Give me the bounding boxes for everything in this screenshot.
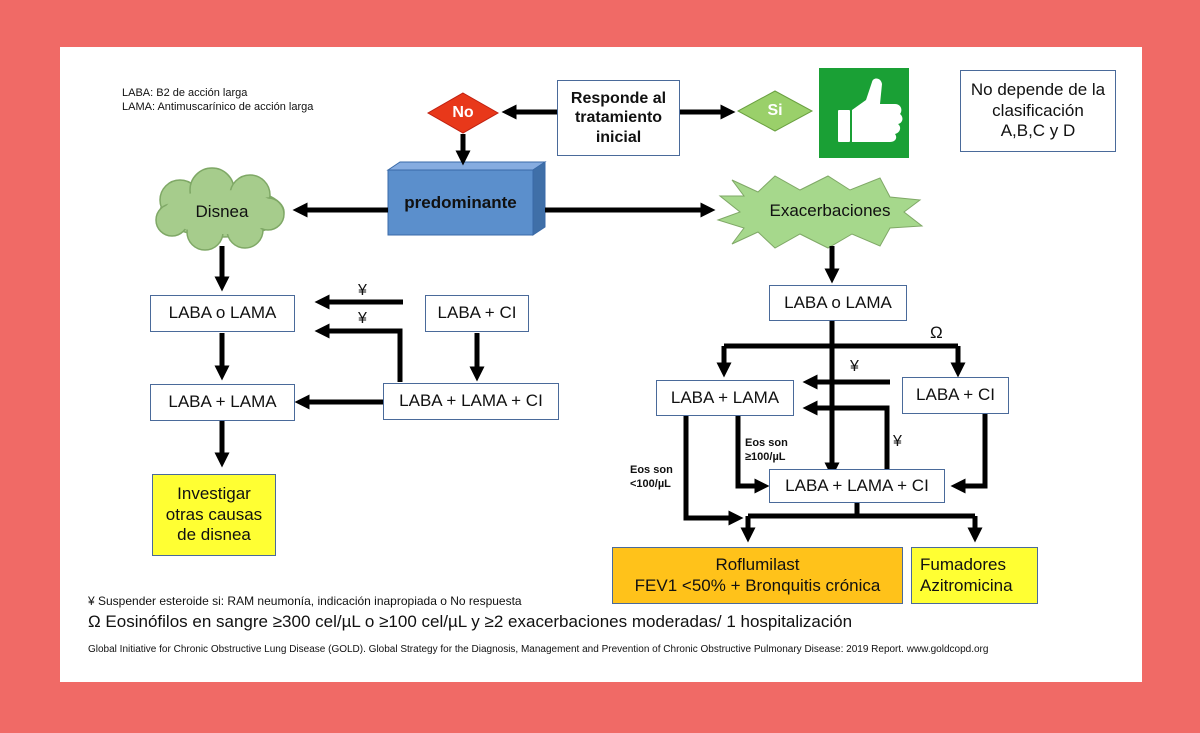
left-laba-lama: LABA + LAMA <box>150 384 295 421</box>
eos-high-label: Eos son ≥100/µL <box>745 437 788 463</box>
right-laba-lama-ci: LABA + LAMA + CI <box>769 469 945 503</box>
footnote-yen: ¥ Suspender esteroide si: RAM neumonía, … <box>88 594 522 608</box>
roflumilast-condition: FEV1 <50% + Bronquitis crónica <box>634 575 881 595</box>
question-box: Responde al tratamiento inicial <box>557 80 680 156</box>
right-yen-1: ¥ <box>850 358 859 375</box>
left-laba-lama-ci: LABA + LAMA + CI <box>383 383 559 420</box>
right-yen-2: ¥ <box>893 433 902 450</box>
right-laba-ci: LABA + CI <box>902 377 1009 414</box>
legend-laba: LABA: B2 de acción larga <box>122 87 248 99</box>
no-diamond <box>426 92 500 134</box>
no-label: No <box>452 104 474 121</box>
predominante-box-side <box>532 161 546 236</box>
left-laba-o-lama: LABA o LAMA <box>150 295 295 332</box>
eos-low-label: Eos son <100/µL <box>630 464 673 490</box>
azitromicina-label: Azitromicina <box>920 575 1013 595</box>
roflumilast-title: Roflumilast <box>715 555 800 575</box>
right-laba-lama: LABA + LAMA <box>656 380 794 416</box>
classification-note: No depende de la clasificación A,B,C y D <box>960 70 1116 152</box>
predominante-label: predominante <box>404 192 517 212</box>
left-laba-ci: LABA + CI <box>425 295 529 332</box>
left-yen-2: ¥ <box>358 310 367 327</box>
si-diamond <box>736 90 814 132</box>
predominante-box-top <box>386 161 547 171</box>
si-label: Si <box>767 102 783 119</box>
predominante-box-front <box>387 169 534 236</box>
fumadores-box: Fumadores Azitromicina <box>911 547 1038 604</box>
footnote-omega: Ω Eosinófilos en sangre ≥300 cel/µL o ≥1… <box>88 612 853 631</box>
investigar-box: Investigar otras causas de disnea <box>152 474 276 556</box>
left-yen-1: ¥ <box>358 282 367 299</box>
roflumilast-box: Roflumilast FEV1 <50% + Bronquitis cróni… <box>612 547 903 604</box>
fumadores-label: Fumadores <box>920 555 1006 575</box>
thumbs-up-icon <box>838 78 903 142</box>
exacerbaciones-burst <box>716 175 924 249</box>
omega-mark: Ω <box>930 323 943 342</box>
exacerbaciones-label: Exacerbaciones <box>769 201 891 220</box>
right-laba-o-lama: LABA o LAMA <box>769 285 907 321</box>
legend-lama: LAMA: Antimuscarínico de acción larga <box>122 101 314 113</box>
disnea-label: Disnea <box>195 202 249 221</box>
footnote-source: Global Initiative for Chronic Obstructiv… <box>88 644 989 655</box>
